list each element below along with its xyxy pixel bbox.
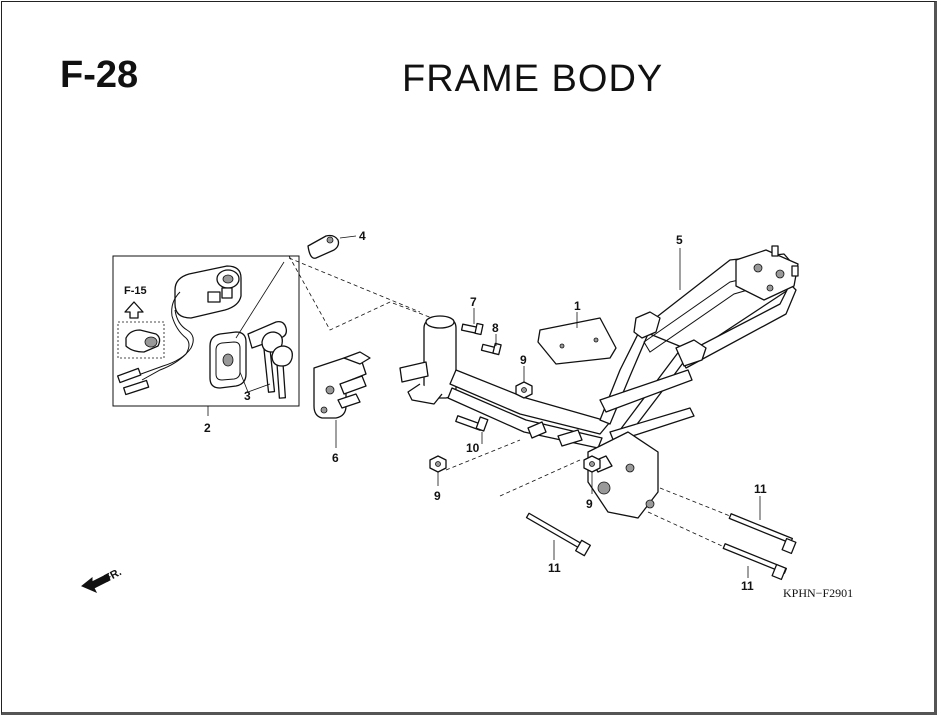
nut-part-9-a bbox=[515, 381, 533, 399]
assembly-line-11b bbox=[659, 487, 731, 517]
bolt-part-10 bbox=[455, 415, 489, 432]
nut-part-9-b bbox=[429, 455, 447, 473]
cover-plate-part-1 bbox=[537, 317, 617, 365]
callout-10: 10 bbox=[466, 441, 480, 455]
bolt-part-11-a bbox=[525, 512, 591, 557]
sheet-code: F-28 bbox=[60, 54, 139, 96]
f15-ref-box bbox=[117, 321, 165, 359]
connector-cap-icon bbox=[125, 329, 161, 353]
assembly-line-b bbox=[288, 257, 421, 313]
ignition-group-box bbox=[112, 255, 300, 407]
bracket-part-6 bbox=[313, 351, 371, 419]
assembly-line-10 bbox=[445, 439, 521, 471]
callout-2: 2 bbox=[204, 421, 211, 435]
callout-7: 7 bbox=[470, 295, 477, 309]
frame-body bbox=[399, 245, 799, 519]
callout-5: 5 bbox=[676, 233, 683, 247]
assembly-line-11a bbox=[499, 459, 581, 497]
nut-part-9-c bbox=[583, 455, 601, 473]
callout-9-b: 9 bbox=[434, 489, 441, 503]
assembly-line-11c bbox=[647, 511, 723, 547]
front-direction-arrow-icon: FR. bbox=[81, 566, 124, 593]
bolt-part-8 bbox=[480, 342, 502, 356]
bolt-part-11-b bbox=[728, 513, 797, 555]
callout-11-c: 11 bbox=[741, 579, 754, 593]
callout-11-b: 11 bbox=[754, 482, 767, 496]
bolt-part-7 bbox=[460, 322, 484, 336]
assembly-line-a bbox=[288, 255, 433, 331]
leader-3 bbox=[239, 371, 249, 393]
callout-6: 6 bbox=[332, 451, 339, 465]
assembly-line-c bbox=[235, 261, 285, 339]
callout-1: 1 bbox=[574, 299, 581, 313]
callout-11-a: 11 bbox=[548, 561, 561, 575]
clip-part-4 bbox=[307, 234, 340, 259]
callout-9-a: 9 bbox=[520, 353, 527, 367]
leader-4 bbox=[339, 235, 357, 239]
page-title: FRAME BODY bbox=[402, 58, 664, 100]
key-cover-plate bbox=[209, 331, 247, 389]
front-direction-label: FR. bbox=[102, 566, 123, 585]
callout-3: 3 bbox=[244, 389, 251, 403]
callout-9-c: 9 bbox=[586, 497, 593, 511]
callout-4: 4 bbox=[359, 229, 366, 243]
leader-3b bbox=[247, 383, 271, 393]
drawing-code: KPHN−F2901 bbox=[783, 586, 854, 600]
key-pair bbox=[247, 320, 293, 399]
ignition-switch bbox=[116, 265, 242, 396]
callout-8: 8 bbox=[492, 321, 499, 335]
up-arrow-icon bbox=[124, 301, 144, 319]
bolt-part-11-c bbox=[722, 543, 787, 581]
reference-f15: F-15 bbox=[124, 285, 147, 297]
